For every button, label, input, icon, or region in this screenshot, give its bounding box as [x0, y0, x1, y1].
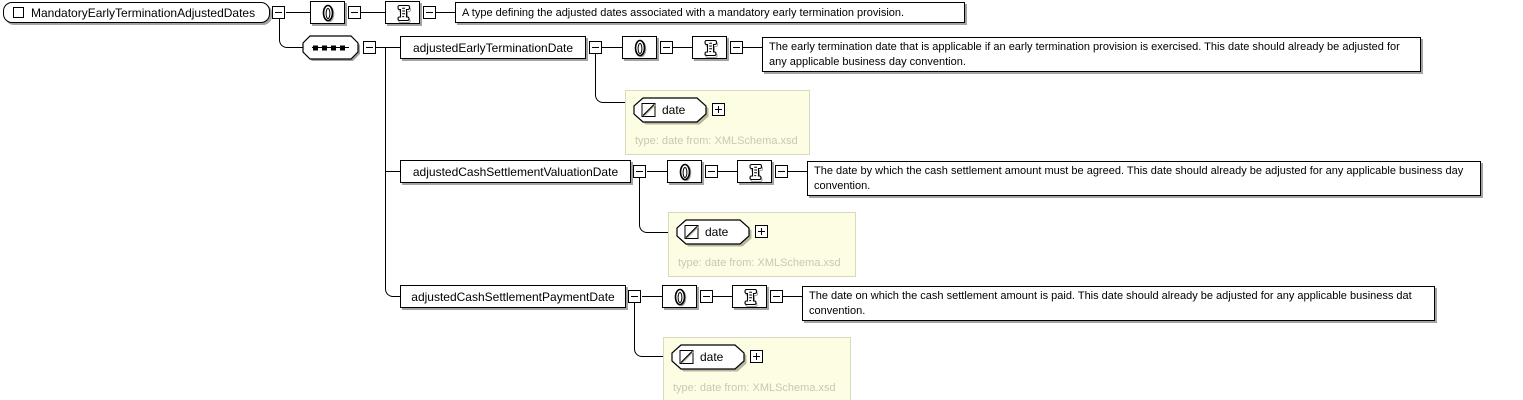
annotation-icon-box[interactable]	[732, 285, 767, 308]
annotation-collapse-toggle[interactable]	[730, 41, 743, 54]
scroll-icon	[743, 288, 758, 307]
type-expand-toggle[interactable]	[712, 103, 725, 116]
element-box-adjustedEarlyTerminationDate[interactable]: adjustedEarlyTerminationDate	[400, 36, 586, 59]
annotation-text: The early termination date that is appli…	[762, 37, 1421, 72]
annotation-collapse-toggle[interactable]	[770, 290, 783, 303]
connector-line	[286, 12, 310, 13]
connector-curve	[634, 303, 663, 357]
type-name: date	[700, 350, 724, 364]
attributes-box[interactable]	[667, 160, 702, 183]
annotation-collapse-toggle[interactable]	[775, 165, 788, 178]
scroll-icon	[703, 39, 718, 58]
connector-line	[647, 171, 667, 172]
annotation-icon-box[interactable]	[692, 36, 727, 59]
connector-line	[713, 296, 732, 297]
attributes-collapse-toggle[interactable]	[660, 41, 673, 54]
annotation-icon-box[interactable]	[737, 160, 772, 183]
connector-curve	[279, 19, 305, 48]
attributes-collapse-toggle[interactable]	[705, 165, 718, 178]
type-box: date type: date from: XMLSchema.xsd	[625, 90, 810, 155]
element-label: adjustedEarlyTerminationDate	[412, 40, 574, 55]
element-collapse-toggle[interactable]	[633, 165, 646, 178]
type-expand-toggle[interactable]	[750, 350, 763, 363]
connector-line	[788, 171, 807, 172]
connector-branch	[385, 47, 400, 297]
type-note: type: date from: XMLSchema.xsd	[673, 382, 836, 394]
connector-line	[783, 296, 802, 297]
type-note: type: date from: XMLSchema.xsd	[635, 135, 798, 147]
type-note: type: date from: XMLSchema.xsd	[678, 257, 841, 269]
root-element-label: MandatoryEarlyTerminationAdjustedDates	[31, 5, 256, 20]
sequence-icon[interactable]	[302, 35, 362, 63]
element-box-adjustedCashSettlementPaymentDate[interactable]: adjustedCashSettlementPaymentDate	[400, 285, 626, 308]
type-box: date type: date from: XMLSchema.xsd	[668, 212, 856, 277]
root-attributes-box[interactable]	[310, 1, 345, 24]
type-name: date	[705, 225, 729, 239]
connector-line	[436, 12, 455, 13]
connector-line	[385, 171, 400, 172]
paperclip-icon	[322, 4, 334, 22]
element-label: adjustedCashSettlementValuationDate	[412, 164, 619, 179]
connector-line	[673, 47, 692, 48]
element-collapse-toggle[interactable]	[589, 41, 602, 54]
root-element-box[interactable]: MandatoryEarlyTerminationAdjustedDates	[3, 2, 270, 23]
element-collapse-toggle[interactable]	[628, 290, 641, 303]
connector-curve	[639, 178, 668, 233]
type-expand-toggle[interactable]	[755, 225, 768, 238]
connector-line	[743, 47, 762, 48]
type-box: date type: date from: XMLSchema.xsd	[663, 337, 851, 400]
connector-line	[602, 47, 622, 48]
attributes-collapse-toggle[interactable]	[700, 290, 713, 303]
root-collapse-toggle[interactable]	[272, 6, 285, 19]
annotation-text: The date on which the cash settlement am…	[802, 286, 1435, 321]
element-label: adjustedCashSettlementPaymentDate	[411, 289, 615, 304]
paperclip-icon	[674, 288, 686, 306]
attributes-box[interactable]	[622, 36, 657, 59]
scroll-icon	[396, 4, 411, 23]
element-box-adjustedCashSettlementValuationDate[interactable]: adjustedCashSettlementValuationDate	[400, 160, 631, 183]
paperclip-icon	[634, 39, 646, 57]
attributes-box[interactable]	[662, 285, 697, 308]
type-name: date	[662, 103, 686, 117]
root-annotation-text: A type defining the adjusted dates assoc…	[455, 2, 965, 23]
connector-line	[642, 296, 662, 297]
connector-line	[361, 12, 385, 13]
connector-curve	[595, 54, 625, 103]
root-annotation-collapse-toggle[interactable]	[423, 6, 436, 19]
root-attributes-collapse-toggle[interactable]	[348, 6, 361, 19]
paperclip-icon	[679, 163, 691, 181]
complex-type-icon	[13, 7, 24, 18]
root-annotation-icon-box[interactable]	[385, 1, 420, 24]
sequence-collapse-toggle[interactable]	[363, 41, 376, 54]
connector-line	[718, 171, 737, 172]
annotation-text: The date by which the cash settlement am…	[807, 161, 1481, 196]
scroll-icon	[748, 163, 763, 182]
